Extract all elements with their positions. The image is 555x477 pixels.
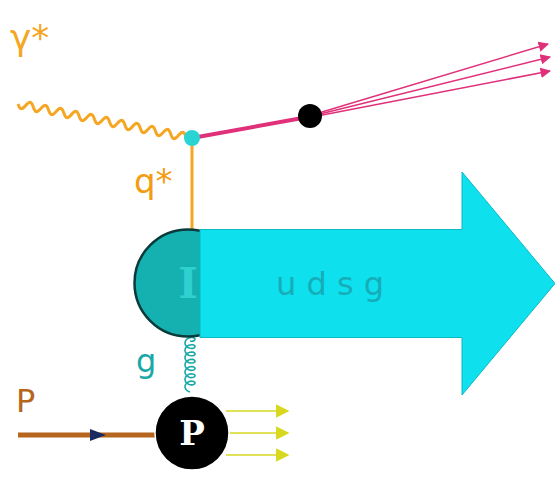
gluon-line — [185, 337, 195, 392]
proton-blob: P — [154, 395, 230, 471]
node-label: u d s g — [276, 265, 384, 303]
remnant-track — [226, 410, 288, 412]
vertex-dot — [184, 130, 200, 146]
remnant-track — [226, 454, 288, 456]
outgoing-quark — [192, 117, 308, 138]
proton-arrowhead — [90, 429, 106, 441]
jet-track — [312, 71, 550, 117]
gluon-label: g — [136, 345, 156, 377]
node-label: P — [179, 413, 205, 453]
quark-line — [191, 140, 194, 230]
proton-line — [18, 433, 156, 438]
proton-label: P — [16, 385, 35, 417]
blob-circle — [155, 396, 229, 470]
node-label: I — [178, 259, 198, 308]
arrow-shape — [200, 172, 555, 395]
jet-track — [312, 57, 550, 116]
quark-label: q* — [134, 164, 173, 198]
photon-line — [18, 102, 186, 138]
jet-track — [312, 44, 548, 115]
hadronisation-dot — [298, 104, 322, 128]
hadron-flow-arrow: u d s g — [200, 172, 555, 395]
photon-label: γ* — [10, 20, 49, 56]
remnant-track — [230, 432, 288, 434]
